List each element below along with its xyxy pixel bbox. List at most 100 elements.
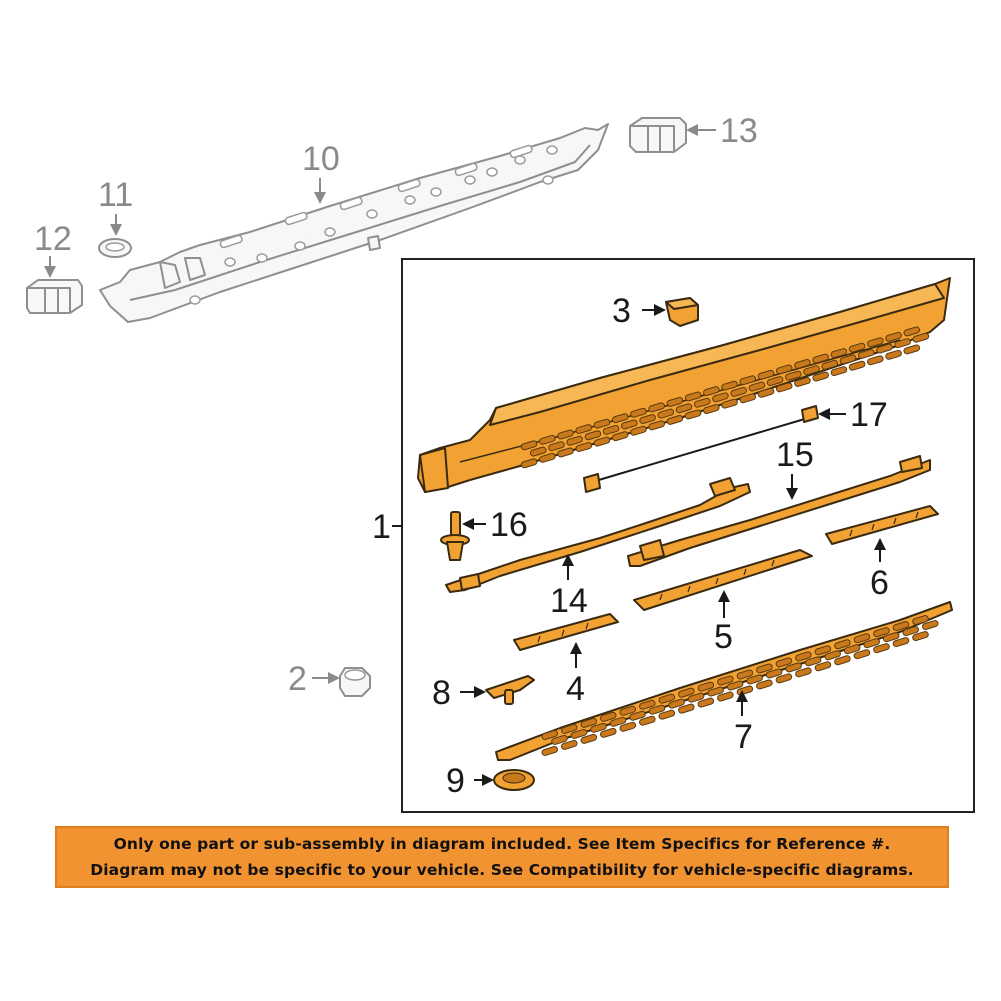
vent-slot — [812, 353, 829, 364]
part-5-step-pad — [633, 549, 813, 611]
vent-slot — [593, 436, 611, 447]
vent-slot — [894, 338, 911, 349]
leader-12 — [44, 256, 56, 278]
vent-slot — [730, 387, 747, 397]
vent-slot — [873, 643, 890, 654]
disclaimer-line-2: Diagram may not be specific to your vehi… — [90, 861, 914, 879]
vent-slot — [775, 673, 793, 684]
vent-slot — [621, 419, 638, 430]
disclaimer-banner: Only one part or sub-assembly in diagram… — [55, 826, 949, 888]
callout-15: 15 — [776, 436, 814, 474]
vent-slot — [739, 393, 757, 404]
leader-11 — [110, 214, 122, 236]
vent-slot — [590, 722, 607, 733]
vent-slot — [824, 650, 841, 661]
vent-slot — [630, 425, 647, 436]
leader-6 — [874, 538, 886, 562]
leader-9 — [474, 774, 494, 786]
vent-slot — [902, 626, 920, 637]
vent-slot — [548, 441, 565, 452]
callout-3: 3 — [612, 292, 631, 330]
callout-2: 2 — [288, 660, 307, 698]
vent-slot — [804, 656, 822, 667]
vent-slot — [834, 655, 851, 666]
part-16-clip — [440, 511, 470, 561]
vent-slot — [882, 632, 900, 643]
vent-slot — [600, 711, 617, 722]
leader-16 — [462, 518, 486, 530]
vent-slot — [580, 733, 598, 744]
vent-slot — [867, 337, 884, 348]
vent-slot — [765, 668, 783, 679]
leader-8 — [460, 686, 486, 698]
part-11-grommet — [98, 238, 132, 258]
vent-slot — [863, 638, 880, 649]
vent-slot — [721, 380, 738, 391]
assembly-1-box — [401, 258, 975, 813]
vent-slot — [560, 739, 578, 750]
vent-slot — [921, 620, 939, 631]
vent-slot — [912, 615, 929, 626]
vent-slot — [803, 365, 820, 376]
vent-slot — [892, 621, 910, 632]
leader-2 — [312, 672, 340, 684]
vent-slot — [684, 409, 702, 420]
vent-slot — [648, 420, 665, 431]
vent-slot — [570, 728, 588, 739]
vent-slot — [821, 359, 839, 370]
vent-slot — [658, 693, 676, 704]
vent-slot — [795, 667, 812, 678]
vent-slot — [853, 649, 871, 660]
part-17-harness — [583, 405, 819, 493]
vent-slot — [892, 637, 910, 648]
vent-slot — [775, 382, 793, 393]
vent-slot — [766, 376, 784, 387]
callout-7: 7 — [734, 718, 753, 756]
vent-slot — [794, 377, 811, 387]
leader-14 — [562, 554, 574, 580]
vent-slot — [557, 429, 574, 440]
vent-slot — [557, 447, 574, 458]
vent-slot — [593, 418, 611, 429]
vent-slot — [630, 407, 647, 418]
vent-slot — [739, 375, 757, 386]
vent-slot — [873, 627, 890, 638]
vent-slot — [648, 704, 666, 715]
part-6-step-pad — [825, 505, 939, 545]
part-10-rocker-reinforcement — [99, 123, 609, 323]
vent-slot — [903, 344, 921, 355]
vent-slot — [775, 364, 793, 375]
vent-slot — [757, 387, 775, 398]
vent-slot — [814, 645, 832, 656]
vent-slot — [843, 644, 861, 655]
part-9-plug — [493, 769, 535, 791]
vent-slot — [756, 663, 773, 674]
vent-slot — [648, 402, 665, 413]
vent-slot — [721, 398, 738, 409]
callout-9: 9 — [446, 762, 465, 800]
part-4-step-pad — [513, 613, 619, 651]
vent-slot — [602, 424, 620, 435]
vent-slot — [619, 721, 637, 732]
vent-slot — [584, 430, 602, 441]
callout-12: 12 — [34, 220, 72, 258]
part-2-nut — [339, 667, 371, 697]
vent-slot — [675, 403, 693, 414]
callout-13: 13 — [720, 112, 758, 150]
part-15-bracket — [627, 455, 931, 567]
leader-17 — [818, 408, 846, 420]
callout-1: 1 — [372, 508, 391, 546]
vent-slot — [566, 435, 583, 446]
callout-5: 5 — [714, 618, 733, 656]
callout-16: 16 — [490, 506, 528, 544]
leader-4 — [570, 642, 582, 668]
vent-slot — [697, 697, 715, 708]
part-14-bracket — [445, 477, 751, 593]
vent-slot — [726, 680, 744, 691]
vent-slot — [834, 639, 851, 650]
callout-8: 8 — [432, 674, 451, 712]
vent-slot — [611, 431, 629, 442]
vent-slot — [830, 348, 848, 359]
vent-slot — [551, 734, 568, 745]
leader-13 — [686, 124, 716, 136]
